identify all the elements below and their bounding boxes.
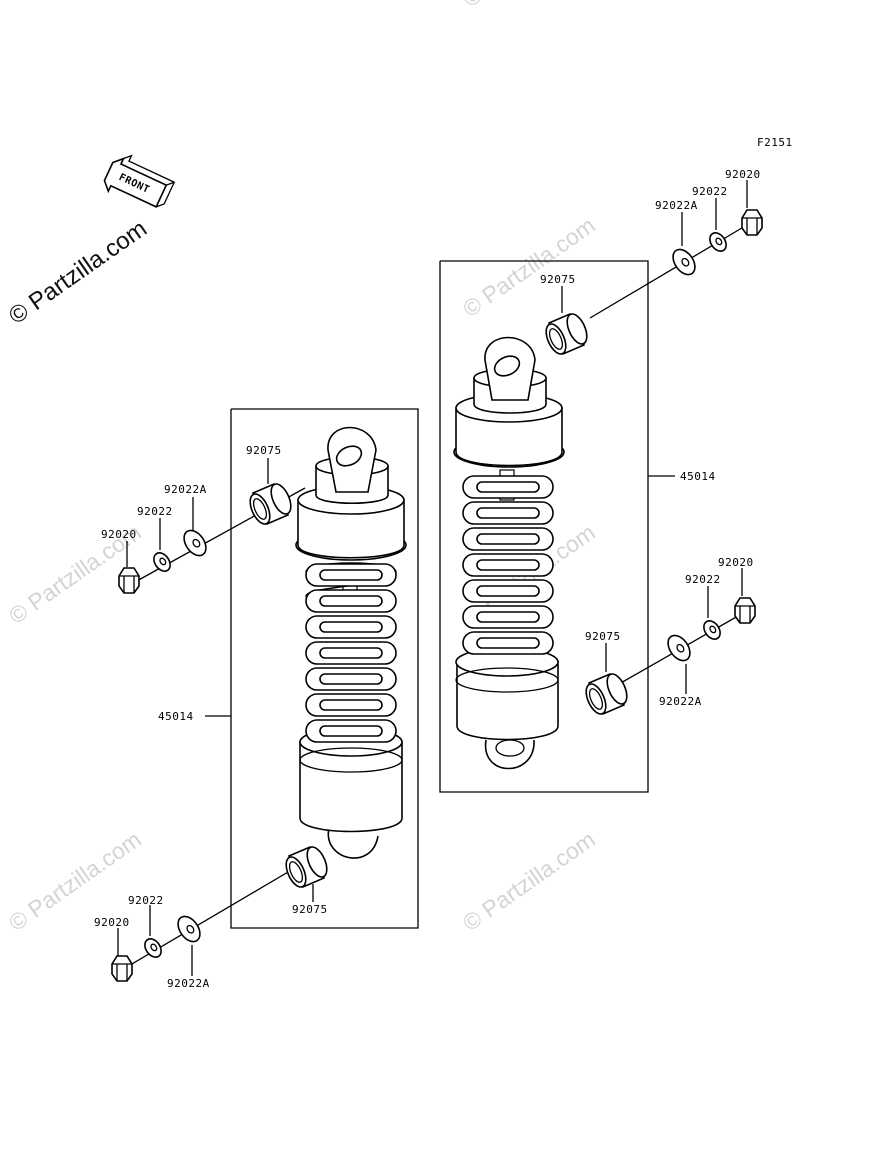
left-top-bushing: [245, 480, 296, 528]
right-top-washer-large-label: 92022A: [655, 199, 698, 212]
left-top-nut: [118, 567, 140, 594]
left-bottom-nut-label: 92020: [94, 916, 130, 929]
watermark-text: © Partzilla.com: [458, 212, 600, 322]
left-assembly-label: 45014: [158, 710, 194, 723]
left-bottom-bushing: [281, 843, 332, 891]
right-bottom-bushing-label: 92075: [585, 630, 621, 643]
left-top-washer-small: [149, 548, 175, 576]
left-shock-absorber: [295, 426, 407, 859]
left-bottom-nut: [111, 955, 133, 982]
left-top-bushing-label: 92075: [246, 444, 282, 457]
right-bottom-nut-label: 92020: [718, 556, 754, 569]
right-bottom-washer-small: [699, 616, 725, 644]
watermark-text-dark: © Partzilla.com: [4, 215, 152, 330]
left-top-nut-label: 92020: [101, 528, 137, 541]
right-bottom-washer-large-label: 92022A: [659, 695, 702, 708]
right-top-nut-label: 92020: [725, 168, 761, 181]
right-assembly-label: 45014: [680, 470, 716, 483]
right-bottom-washer-small-label: 92022: [685, 573, 721, 586]
left-bottom-washer-large-label: 92022A: [167, 977, 210, 990]
right-top-washer-small: [705, 228, 731, 256]
watermark-text: © Partzilla.com: [458, 0, 600, 12]
right-top-nut: [741, 209, 763, 236]
right-bottom-bushing: [581, 670, 632, 718]
front-arrow-icon: FRONT: [103, 154, 176, 208]
right-top-washer-large: [667, 244, 701, 280]
right-top-bushing: [541, 310, 592, 358]
right-shock-absorber: [453, 336, 565, 770]
right-bottom-nut: [734, 597, 756, 624]
right-bottom-washer-large: [662, 630, 696, 666]
right-spring: [462, 475, 554, 655]
right-top-washer-small-label: 92022: [692, 185, 728, 198]
left-bottom-bushing-label: 92075: [292, 903, 328, 916]
watermark-text: © Partzilla.com: [458, 826, 600, 936]
left-bottom-washer-small-label: 92022: [128, 894, 164, 907]
left-top-washer-small-label: 92022: [137, 505, 173, 518]
left-shock-assembly: 45014: [94, 408, 419, 990]
left-top-washer-large-label: 92022A: [164, 483, 207, 496]
figure-code: F2151: [757, 136, 793, 149]
right-shock-assembly: 45014: [439, 168, 763, 793]
left-bottom-washer-large: [172, 911, 206, 947]
left-spring: [305, 562, 397, 743]
right-top-bushing-label: 92075: [540, 273, 576, 286]
